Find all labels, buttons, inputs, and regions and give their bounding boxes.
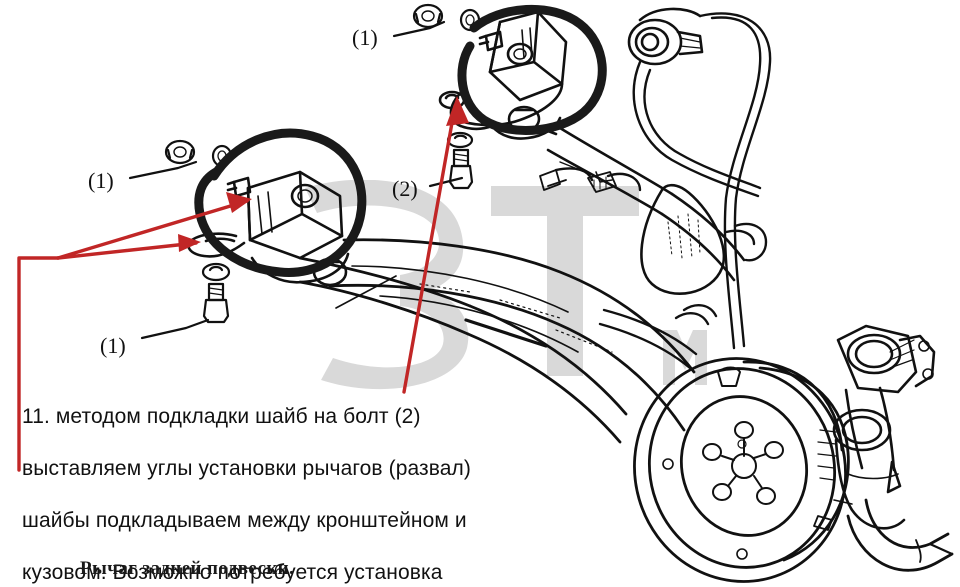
bushing-eye [627,7,704,66]
figure-caption: Рычаг задней подвески. [80,558,295,579]
instruction-note: 11. методом подкладки шайб на болт (2) в… [22,378,492,587]
upper-link [546,126,746,282]
callout-2: (2) [392,176,418,201]
top-bracket [438,10,568,140]
exhaust-elbow [846,498,954,572]
note-line-3: шайбы подкладываем между кронштейном и [22,509,467,532]
hub-knuckle [832,324,936,530]
left-bolt-washer [201,262,231,324]
callout-1-left: (1) [88,168,114,193]
hardware-nuts [164,3,481,168]
callout-1-bottom: (1) [100,333,126,358]
brake-drum [633,357,850,583]
brake-lines [539,12,772,350]
callout-1-top: (1) [352,25,378,50]
note-line-1: 11. методом подкладки шайб на болт (2) [22,405,421,428]
drum-hoses [598,304,718,370]
note-line-2: выставляем углы установки рычагов (разва… [22,457,472,480]
note-line-4: кузовом. Возможно потребуется установка [22,561,443,584]
bump-stop [640,183,726,295]
